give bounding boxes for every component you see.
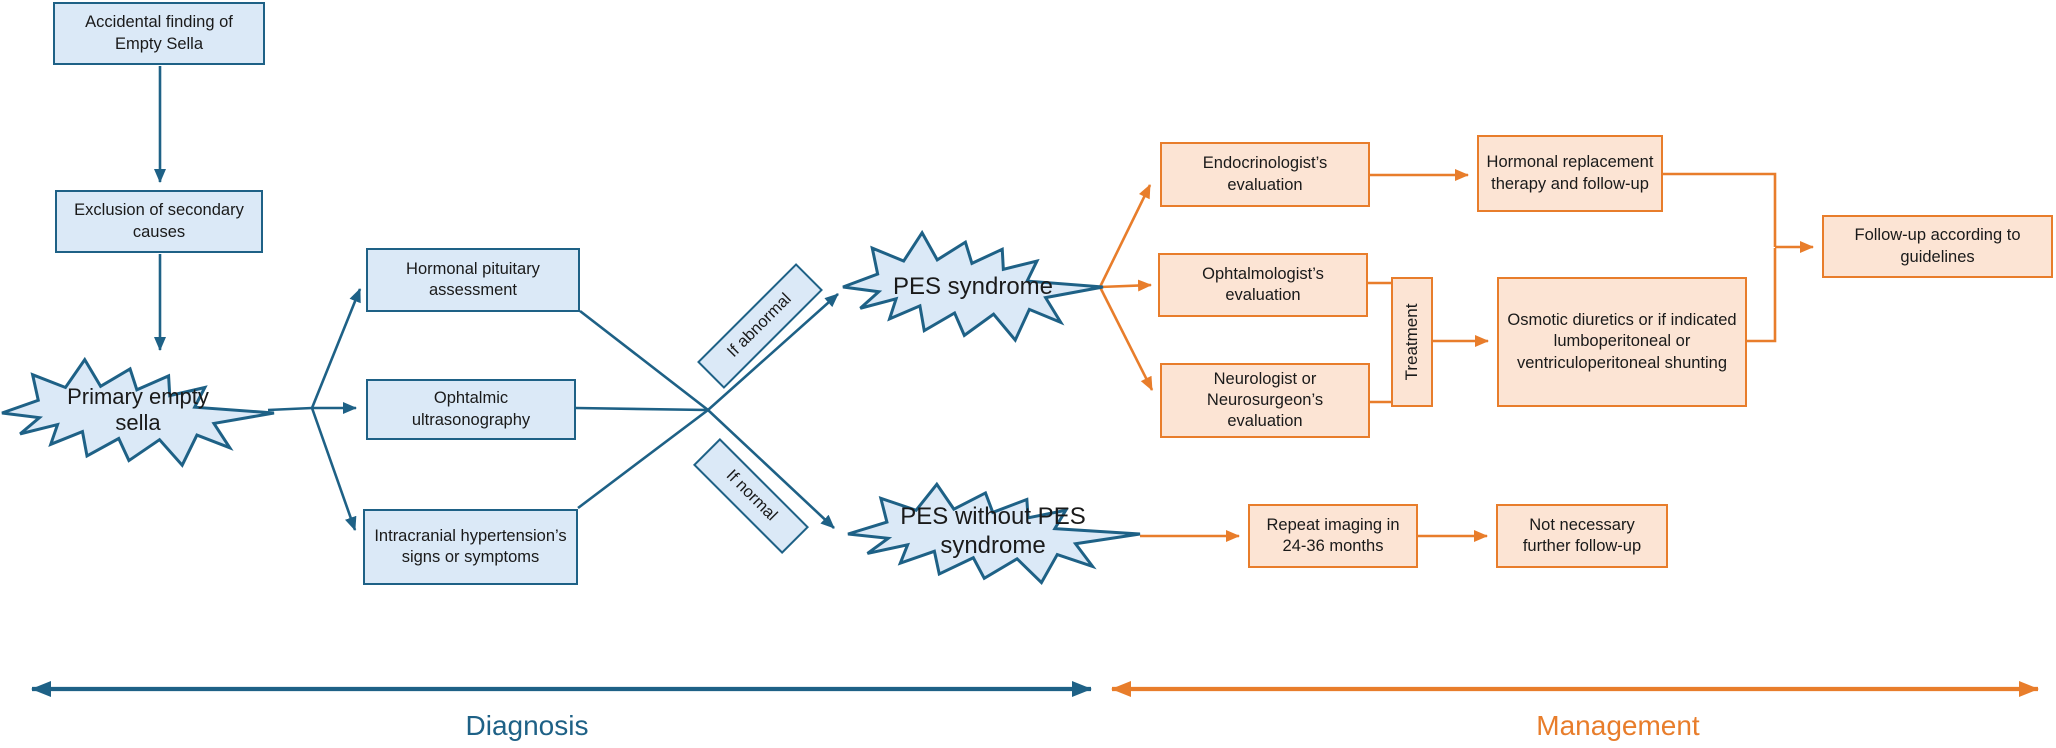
node-not-necessary-followup: Not necessary further follow-up [1496, 504, 1668, 568]
node-exclusion-secondary-causes: Exclusion of secondary causes [55, 190, 263, 253]
label-primary-empty-sella: Primary empty sella [67, 384, 209, 436]
node-repeat-imaging: Repeat imaging in 24-36 months [1248, 504, 1418, 568]
blue-connectors [154, 66, 839, 531]
node-ophtalmic-ultrasonography: Ophtalmic ultrasonography [366, 379, 576, 440]
node-osmotic-diuretics-shunting: Osmotic diuretics or if indicated lumbop… [1497, 277, 1747, 407]
node-accidental-finding: Accidental finding of Empty Sella [53, 2, 265, 65]
node-followup-guidelines: Follow-up according to guidelines [1822, 215, 2053, 278]
pes-syndrome-burst [843, 233, 1103, 340]
node-neurologist-evaluation: Neurologist or Neurosurgeon’s evaluation [1160, 363, 1370, 438]
node-ophtalmologist-evaluation: Ophtalmologist’s evaluation [1158, 253, 1368, 317]
orange-connectors [1098, 169, 1814, 542]
pes-without-burst [848, 484, 1140, 582]
node-hormonal-pituitary-assessment: Hormonal pituitary assessment [366, 248, 580, 312]
section-label-diagnosis: Diagnosis [465, 710, 589, 741]
node-endocrinologist-evaluation: Endocrinologist’s evaluation [1160, 142, 1370, 207]
label-pes-without-pes-syndrome: PES without PES syndrome [900, 503, 1086, 559]
node-treatment: Treatment [1391, 277, 1433, 407]
label-pes-syndrome: PES syndrome [892, 273, 1054, 300]
starburst-shapes [2, 233, 1140, 583]
primary-empty-sella-burst [2, 360, 274, 466]
section-label-management: Management [1536, 710, 1700, 741]
node-intracranial-hypertension: Intracranial hypertension’s signs or sym… [363, 509, 578, 585]
node-hormonal-replacement-therapy: Hormonal replacement therapy and follow-… [1477, 135, 1663, 212]
